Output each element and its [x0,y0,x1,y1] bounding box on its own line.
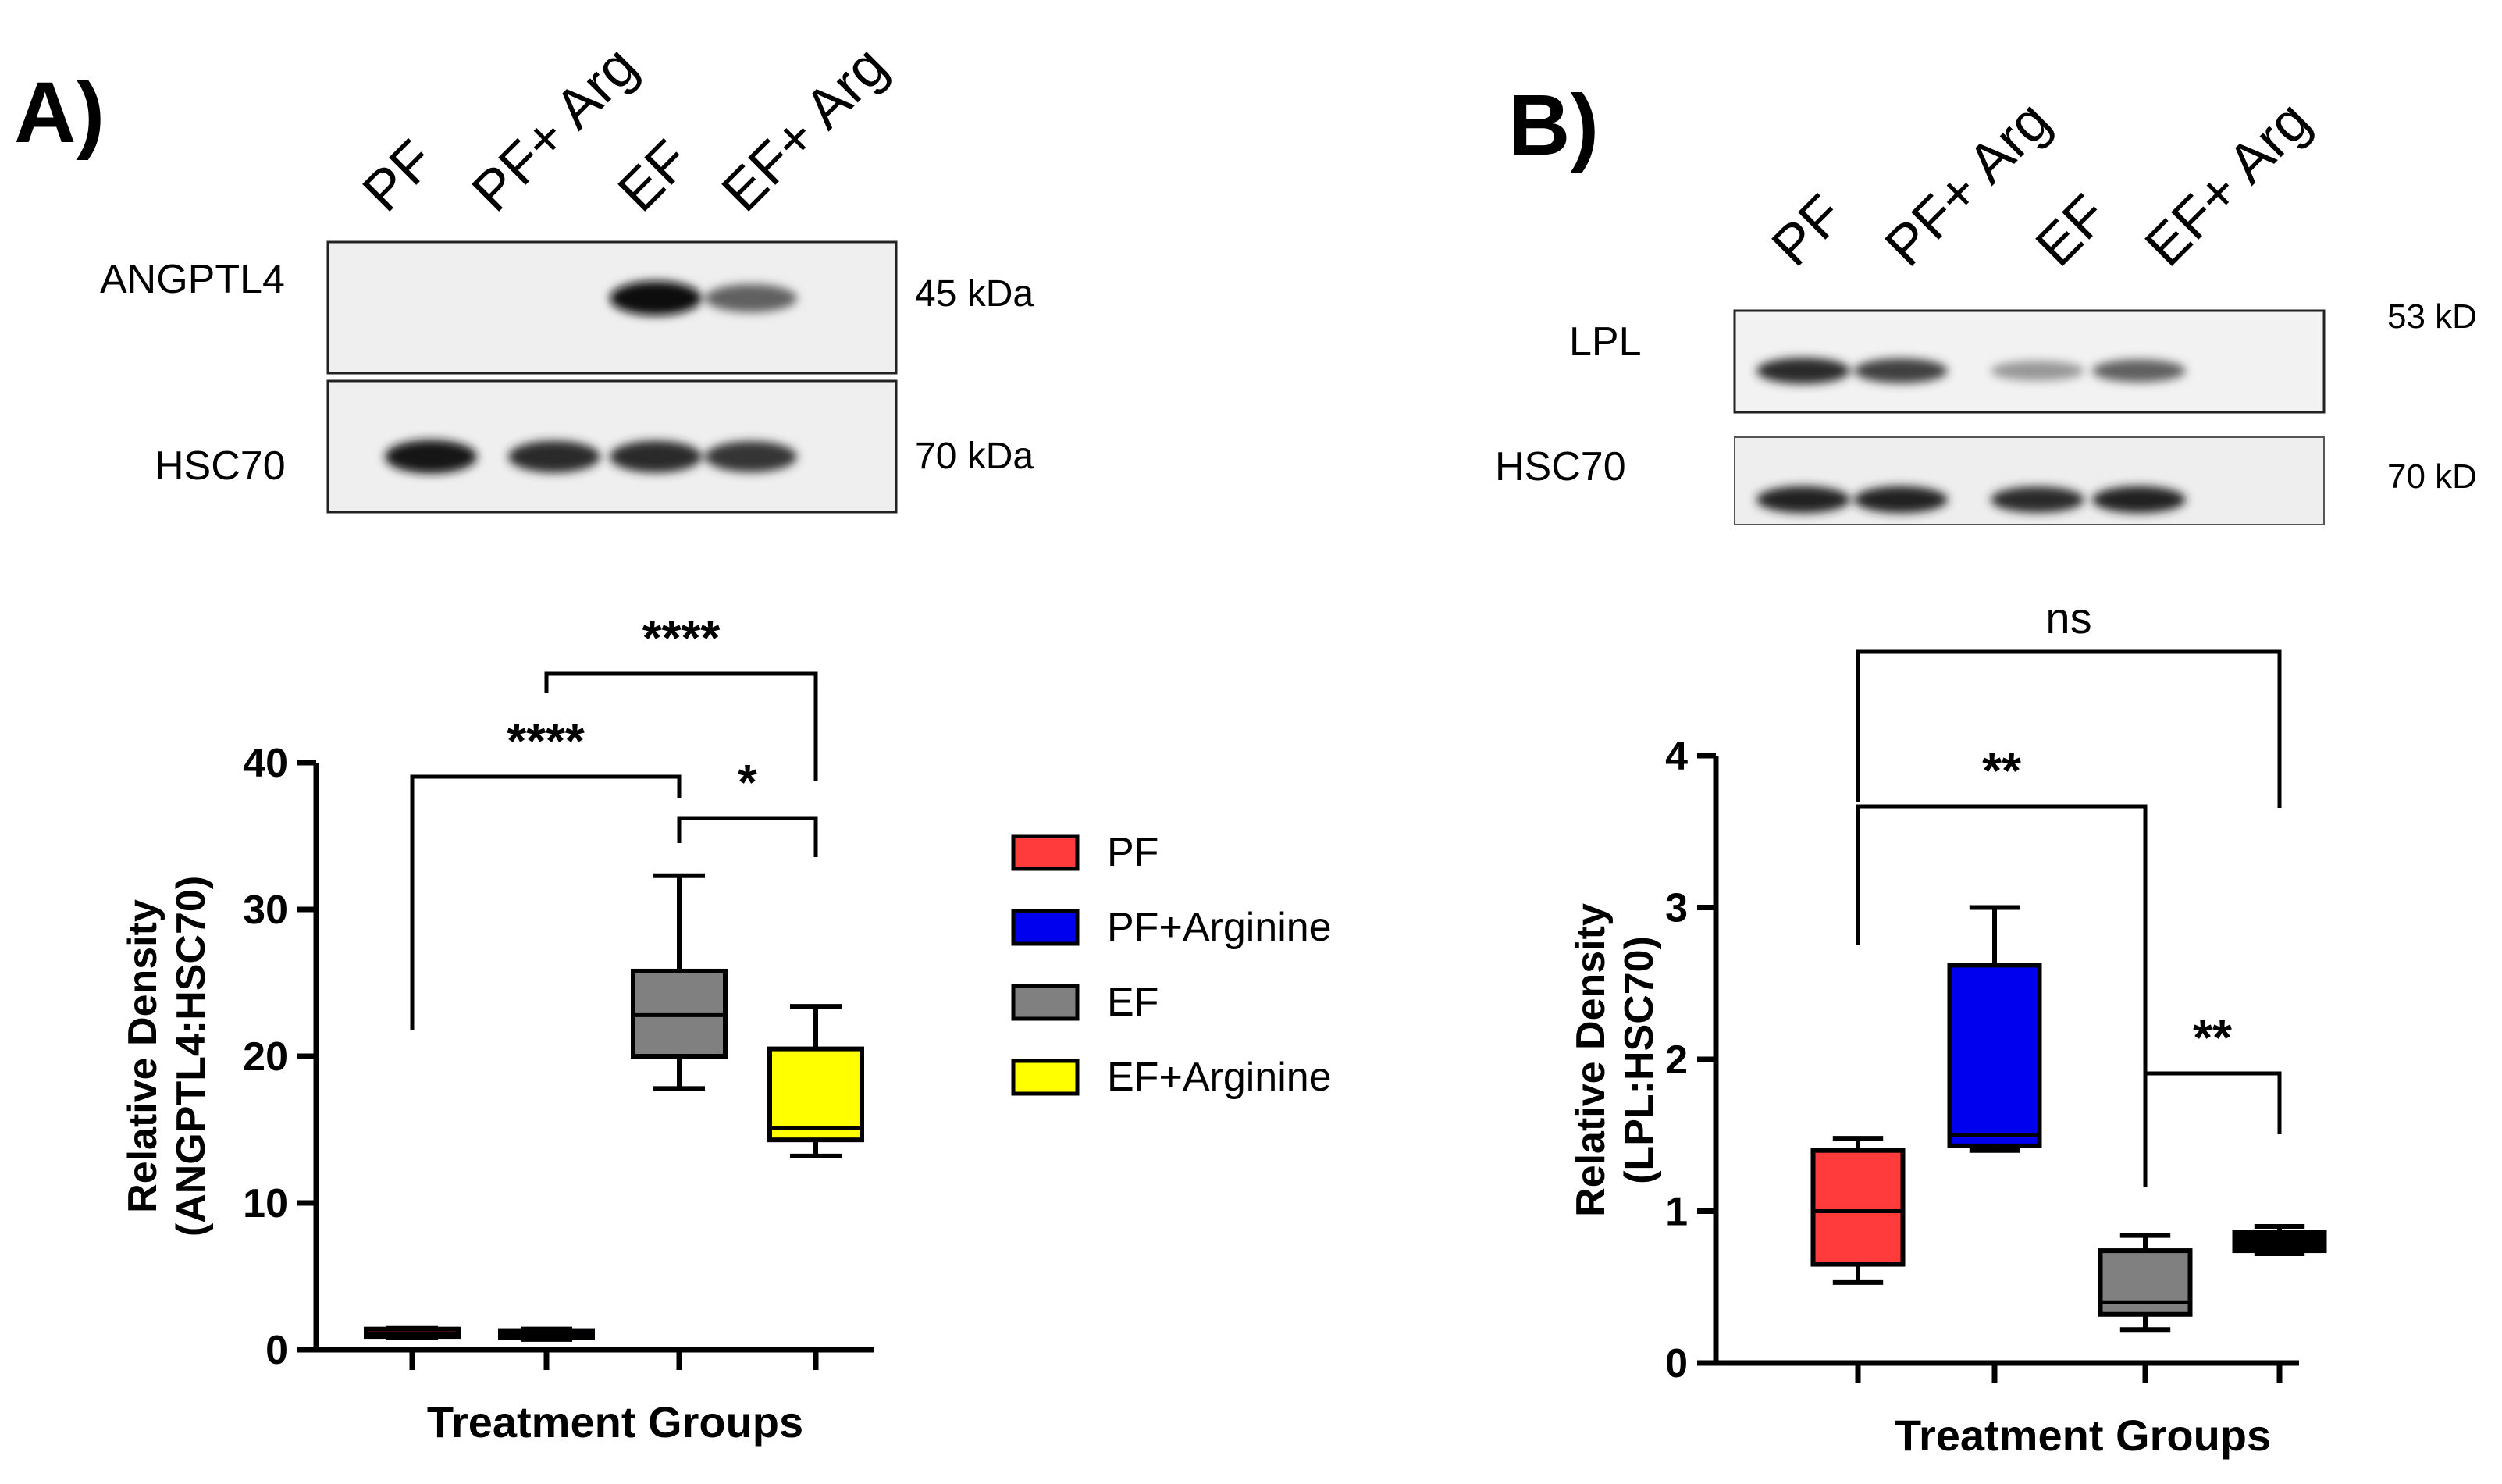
y-axis-label: Relative Density(LPL:HSC70) [1568,903,1662,1217]
lane-label: EF+ Arg [2134,89,2322,278]
blot-band [1854,358,1948,383]
y-axis-label-line: (ANGPTL4:HSC70) [169,876,214,1237]
blot-band [2092,486,2186,514]
box [1947,963,2042,1148]
y-axis-label: Relative Density(ANGPTL4:HSC70) [120,876,214,1237]
significance-bracket [1856,649,2282,808]
x-axis-label: Treatment Groups [427,1397,803,1447]
size-label: 70 kD [2387,457,2477,496]
blot-band [508,440,600,473]
panel-b-blot: LPL HSC70 53 kD 70 kD [1495,297,2477,525]
panel-a-lane-labels: PF PF+ Arg EF EF+ Arg [351,34,899,223]
significance-label: ** [2193,1009,2232,1066]
significance-label: **** [642,610,721,666]
blot-band [385,440,477,474]
size-label: 45 kDa [915,273,1034,315]
lane-label: EF [607,129,702,224]
legend-label: PF+Arginine [1107,905,1332,950]
y-tick-label: 0 [1665,1341,1688,1386]
size-label: 53 kD [2387,297,2477,336]
significance-bracket [677,816,818,857]
legend-label: PF [1107,830,1158,875]
lane-label: EF [2024,183,2119,279]
blot-band [1756,358,1850,384]
blot-band [1854,486,1948,514]
protein-label: LPL [1569,319,1642,365]
panel-b-label: B) [1508,77,1599,173]
blot-band [1991,486,2084,513]
y-axis-label-line: Relative Density [1568,903,1614,1217]
significance-bracket [1856,804,2148,1187]
protein-label: HSC70 [1495,444,1626,489]
panel-b-lane-labels: PF PF+ Arg EF EF+ Arg [1760,89,2322,278]
size-label: 70 kDa [915,436,1034,477]
lane-label: EF+ Arg [710,34,899,223]
panel-a-label: A) [14,65,105,161]
y-tick-label: 4 [1665,734,1688,779]
blot-frame-angptl4 [326,240,898,375]
box [767,1046,864,1143]
blot-band [2092,359,2186,383]
blot-bands-b [1756,358,2186,514]
blot-band [705,283,797,313]
y-tick-label: 20 [243,1034,288,1080]
legend-label: EF+Arginine [1107,1055,1332,1100]
y-axis-label-line: (LPL:HSC70) [1617,936,1662,1184]
blot-band [610,440,702,473]
box [1810,1148,1906,1267]
lane-label: PF [1760,183,1856,279]
protein-label: HSC70 [155,443,286,489]
significance-label: ** [1982,742,2021,799]
y-tick-label: 2 [1665,1037,1688,1083]
blot-band [610,281,702,315]
y-tick-label: 40 [243,741,288,786]
box [2098,1248,2193,1317]
significance-label: * [738,754,757,810]
blot-band [1756,486,1850,514]
x-axis-label: Treatment Groups [1895,1411,2271,1460]
lane-label: PF [351,129,447,224]
legend-swatch [1011,1059,1080,1096]
y-tick-label: 30 [243,888,288,933]
significance-label: ns [2045,593,2091,642]
legend-swatch [1011,984,1080,1021]
lane-label: PF+ Arg [461,34,650,223]
legend-label: EF [1107,980,1158,1025]
blot-band [705,440,797,473]
y-tick-label: 1 [1665,1190,1688,1235]
panel-a-blot: ANGPTL4 HSC70 45 kDa 70 kDa [100,240,1034,514]
y-tick-label: 0 [265,1328,288,1373]
blot-bands-a [385,281,797,474]
y-axis-label-line: Relative Density [120,899,165,1213]
y-tick-label: 3 [1665,886,1688,931]
significance-bracket [410,774,682,1030]
legend-swatch [1011,909,1080,946]
lane-label: PF+ Arg [1874,89,2062,278]
significance-label: **** [507,713,585,769]
significance-bracket [2143,1071,2282,1187]
blot-band [1991,361,2084,381]
y-tick-label: 10 [243,1181,288,1226]
protein-label: ANGPTL4 [100,257,285,302]
significance-bracket [544,671,818,781]
legend-swatch [1011,834,1080,871]
